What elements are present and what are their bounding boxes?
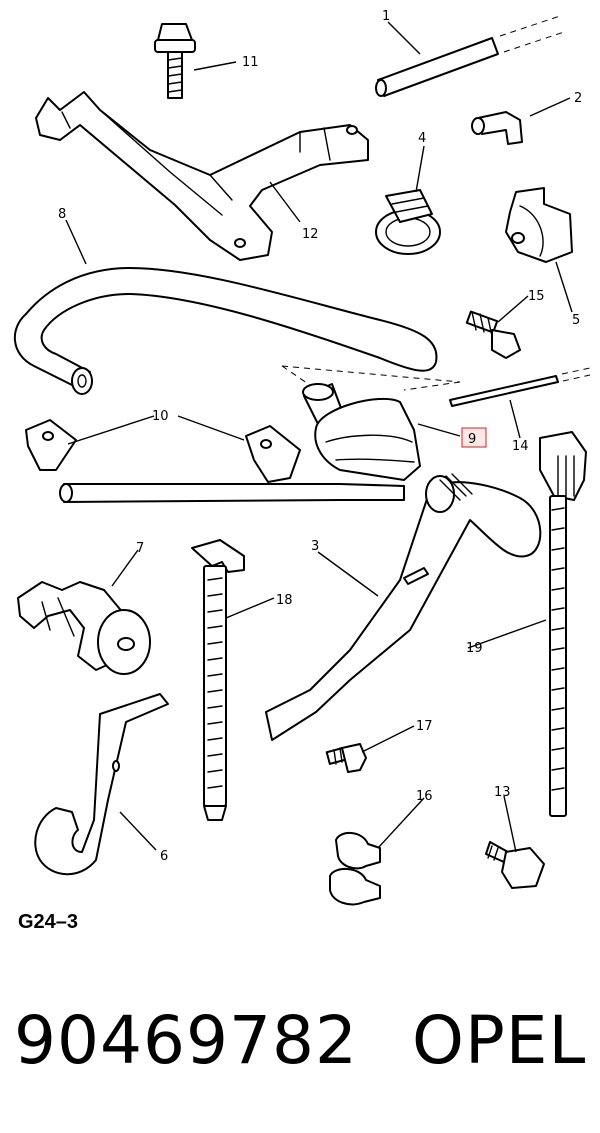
- part-1-hose: [375, 15, 565, 97]
- callout-5: 5: [572, 313, 580, 328]
- callout-8: 8: [58, 207, 66, 222]
- callouts: 1 2 3 4 5 6 7 8 9 10 11 12 13 14 15 16 1…: [58, 9, 582, 864]
- callout-14: 14: [512, 439, 529, 454]
- callout-7: 7: [136, 541, 144, 556]
- part-12-bracket: [35, 91, 369, 261]
- part-7-clamp: [17, 581, 151, 675]
- part-11-bolt: [154, 23, 196, 99]
- part-number: 90469782: [14, 1002, 358, 1079]
- part-15-bolt: [465, 310, 521, 359]
- part-16-clip: [329, 832, 381, 906]
- callout-10: 10: [152, 409, 169, 424]
- callout-18: 18: [276, 593, 293, 608]
- callout-11: 11: [242, 55, 259, 70]
- part-5-clip: [505, 187, 573, 263]
- part-8-hose: [13, 267, 438, 395]
- part-13-screw: [485, 841, 545, 889]
- callout-15: 15: [528, 289, 545, 304]
- part-4-clamp: [375, 189, 441, 255]
- part-14-pipe: [449, 367, 591, 407]
- part-9-highlight: [461, 427, 487, 448]
- brand-name: OPEL: [412, 1002, 587, 1079]
- part-19-tie: [539, 431, 587, 817]
- callout-13: 13: [494, 785, 511, 800]
- callout-9: 9: [468, 432, 476, 447]
- callout-19: 19: [466, 641, 483, 656]
- leader-lines: [65, 21, 573, 853]
- callout-2: 2: [574, 91, 582, 106]
- callout-6: 6: [160, 849, 168, 864]
- part-9-valve: [302, 383, 487, 481]
- part-17-screw: [325, 743, 367, 773]
- part-10-hose: [25, 419, 405, 503]
- callout-16: 16: [416, 789, 433, 804]
- part-3-bracket: [265, 473, 542, 741]
- callout-17: 17: [416, 719, 433, 734]
- callout-1: 1: [382, 9, 390, 24]
- callout-12: 12: [302, 227, 319, 242]
- part-2-elbow: [471, 111, 523, 145]
- callout-3: 3: [311, 539, 319, 554]
- callout-4: 4: [418, 131, 426, 146]
- part-6-bracket: [34, 693, 169, 876]
- figure-code: G24–3: [18, 911, 79, 933]
- part-18-tie: [191, 539, 245, 821]
